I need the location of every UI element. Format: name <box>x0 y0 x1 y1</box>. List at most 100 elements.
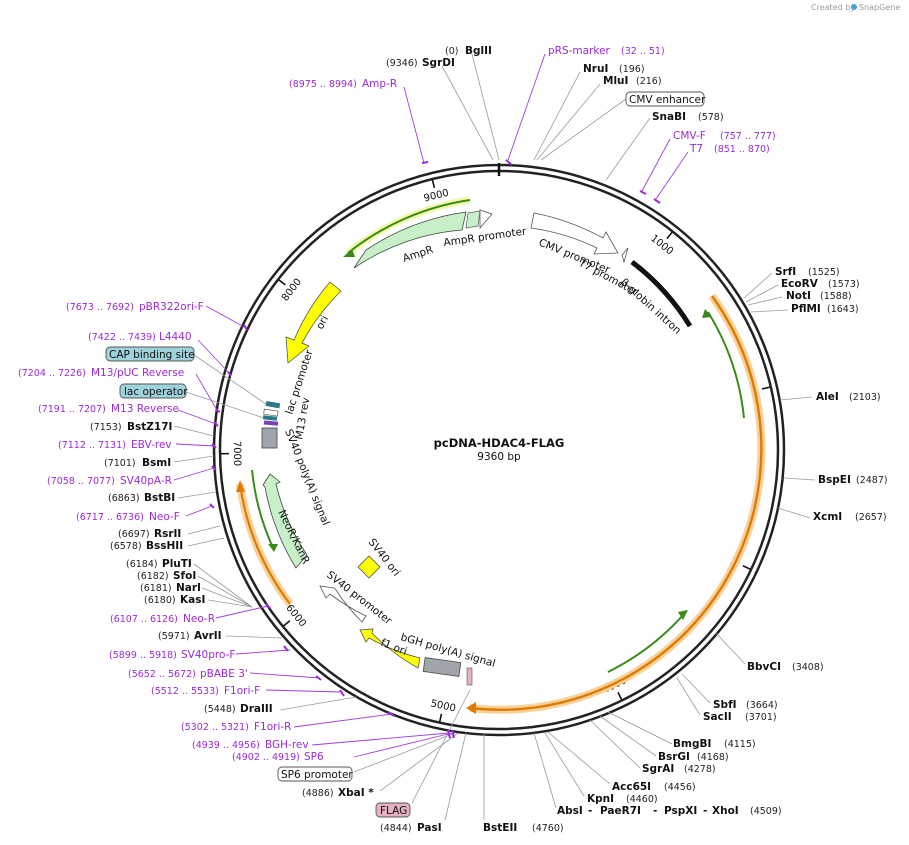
bsrgi-label: BsrGI <box>658 751 690 763</box>
bsrgi-leader <box>599 715 657 757</box>
lac-operator-label: lac operator <box>124 386 188 398</box>
ori-label: ori <box>314 314 331 332</box>
sv40pro-f-label: SV40pro-F <box>181 649 235 661</box>
sv40pa-r-label: SV40pA-R <box>120 475 172 487</box>
sfoi-pos: (6182) <box>137 571 169 582</box>
orf-green-2-arrowhead <box>678 610 688 620</box>
bstz17i-label: BstZ17I <box>127 421 172 433</box>
sbfi-pos: (3664) <box>746 700 778 711</box>
sgrdi-pos: (9346) <box>386 58 418 69</box>
neo-r-range: (6107 .. 6126) <box>110 614 178 625</box>
bbvci-label: BbvCI <box>747 661 781 673</box>
sbfi-leader <box>681 673 711 704</box>
sacii-pos: (3701) <box>745 712 777 723</box>
ampr-label: AmpR <box>401 244 435 265</box>
alei-pos: (2103) <box>849 392 881 403</box>
ruler-tick-4000 <box>617 692 623 700</box>
ecorv-leader <box>745 284 779 303</box>
l4440-mark <box>227 371 232 377</box>
sfoi-label: SfoI <box>173 570 196 582</box>
cmv-f-mark <box>639 190 647 195</box>
orf-green-1-arrowhead <box>702 309 712 318</box>
ruler-tick-label: 6000 <box>283 603 308 630</box>
f1ori-r-leader <box>293 713 393 728</box>
sgrai-label: SgrAI <box>642 763 674 775</box>
pasi-leader <box>444 732 467 821</box>
noti-label: NotI <box>786 290 811 302</box>
pluti-label: PluTI <box>162 558 192 570</box>
nari-leader <box>201 587 253 608</box>
bsmi-pos: (7101) <box>104 458 136 469</box>
neo-r-label: Neo-R <box>183 613 215 625</box>
bbvci-leader <box>715 632 746 665</box>
nari-label: NarI <box>176 582 201 594</box>
sv40pro-f-range: (5899 .. 5918) <box>109 650 177 661</box>
avrii-leader <box>225 635 283 639</box>
cap-binding-shape <box>265 400 281 409</box>
sp6-label: SP6 <box>304 751 324 763</box>
flag-label: FLAG <box>380 805 407 817</box>
bgh-rev-leader <box>311 732 450 746</box>
paer7i-dash: - <box>588 805 592 817</box>
pflmi-label: PflMI <box>791 303 821 315</box>
cap-binding-leader <box>193 354 267 405</box>
ampr-promoter-arrow <box>479 209 493 230</box>
m13-reverse-label: M13 Reverse <box>111 403 179 415</box>
l4440-leader <box>197 339 231 375</box>
avrii-pos: (5971) <box>158 631 190 642</box>
cmv-f-label: CMV-F <box>673 130 706 142</box>
f1ori-f-label: F1ori-F <box>224 685 260 697</box>
neo-f-range: (6717 .. 6736) <box>76 512 144 523</box>
neo-f-label: Neo-F <box>149 511 180 523</box>
cmv-f-range: (757 .. 777) <box>720 131 776 142</box>
prui-leader <box>533 71 581 161</box>
bstbi-label: BstBI <box>144 492 175 504</box>
f1ori-f-mark <box>339 689 345 697</box>
alei-leader <box>779 396 813 401</box>
bgh-rev-mark <box>447 729 451 739</box>
ecorv-pos: (1573) <box>828 279 860 290</box>
bsshii-leader <box>187 537 225 547</box>
hdac4-orf-arc <box>469 295 763 711</box>
bsrgi-pos: (4168) <box>697 752 729 763</box>
bmgbi-leader <box>607 711 673 745</box>
features <box>236 196 766 714</box>
sgrai-pos: (4278) <box>684 764 716 775</box>
ruler-tick-label: 7000 <box>231 441 242 467</box>
bspei-pos: (2487) <box>856 475 888 486</box>
orf-green-2 <box>607 613 685 673</box>
sacii-leader <box>676 677 701 716</box>
m13-puc-label: M13/pUC Reverse <box>91 367 184 379</box>
pbr322-leader <box>205 305 247 329</box>
cmv-enhancer-leader <box>540 98 627 161</box>
sp6-mark <box>451 729 455 739</box>
sbfi-label: SbfI <box>713 699 737 711</box>
annotations-right: SrfI (1525) EcoRV (1573) NotI (1588) Pfl… <box>483 266 888 834</box>
amp-r-leader <box>403 86 425 164</box>
rsrii-pos: (6697) <box>118 529 150 540</box>
neo-f-leader <box>185 505 213 517</box>
bmgbi-label: BmgBI <box>673 738 711 750</box>
ruler-tick-label: 1000 <box>648 233 675 257</box>
amp-r-range: (8975 .. 8994) <box>289 79 357 90</box>
ori-shape <box>285 281 342 364</box>
pluti-leader <box>193 563 253 608</box>
ruler-tick-8000 <box>278 279 286 286</box>
plasmid-name: pcDNA-HDAC4-FLAG <box>434 436 565 450</box>
credit-created-by: Created by <box>811 3 855 12</box>
pasi-label: PasI <box>417 822 442 834</box>
flag-leader <box>411 689 471 804</box>
snabi-pos: (578) <box>698 112 724 123</box>
f1ori-f-range: (5512 .. 5533) <box>151 686 219 697</box>
pbr322-mark <box>243 324 248 331</box>
pflmi-leader <box>750 309 789 313</box>
cmv-promoter-shape <box>530 212 619 255</box>
xhoi-pos: (4509) <box>750 806 782 817</box>
t7-label: T7 <box>689 143 703 155</box>
sp6-promoter-leader <box>353 732 456 773</box>
acc65i-pos: (4456) <box>664 782 696 793</box>
bglii-leader <box>471 53 500 161</box>
noti-pos: (1588) <box>820 291 852 302</box>
bspei-label: BspEI <box>818 474 851 486</box>
l4440-range: (7422 .. 7439) <box>88 332 156 343</box>
